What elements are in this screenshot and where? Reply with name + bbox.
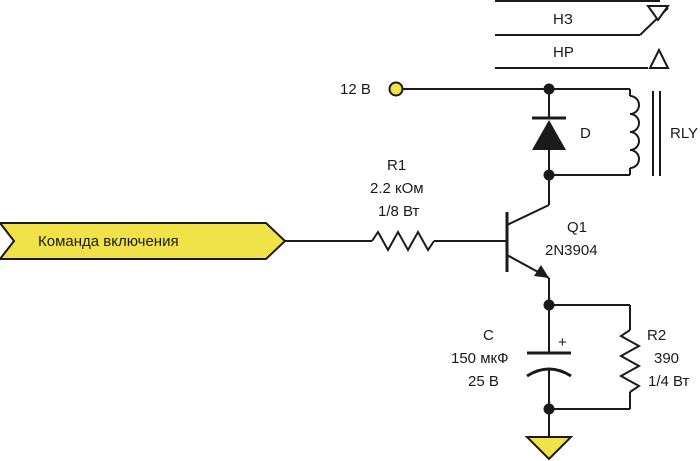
supply-label: 12 В (340, 81, 371, 98)
diode-triangle (532, 120, 566, 150)
r1-power-label: 1/8 Вт (378, 203, 420, 220)
capacitor-ref-label: C (483, 327, 494, 344)
diode-icon: D (532, 89, 591, 175)
emitter-arrow (534, 265, 549, 278)
input-flag-icon: Команда включения (0, 222, 372, 260)
ground-icon (524, 436, 574, 461)
capacitor-value-label: 150 мкФ (451, 350, 508, 367)
capacitor-polarity-label: + (558, 334, 567, 351)
relay-contacts: НЗ НР (495, 0, 670, 69)
transistor-npn-icon: Q1 2N3904 (505, 175, 598, 305)
r2-value-label: 390 (654, 350, 679, 367)
supply: 12 В (340, 81, 630, 98)
r2-ref-label: R2 (647, 327, 666, 344)
relay-coil-icon: RLY (549, 89, 698, 176)
r1-zigzag (371, 229, 435, 253)
r1-ref-label: R1 (387, 157, 406, 174)
r2-power-label: 1/4 Вт (648, 373, 690, 390)
r1-value-label: 2.2 кОм (370, 180, 424, 197)
contact-no-triangle-icon (648, 47, 670, 69)
contact-nc-label: НЗ (553, 11, 573, 28)
relay-label: RLY (670, 125, 698, 142)
collector-arm (506, 204, 550, 226)
contact-nc-triangle-icon (646, 5, 670, 22)
capacitor-icon: + C 150 мкФ 25 В (451, 305, 572, 409)
resistor-icon: R2 390 1/4 Вт (618, 305, 690, 409)
coil-windings (629, 95, 640, 169)
diode-label: D (580, 125, 591, 142)
transistor-part-label: 2N3904 (545, 242, 598, 259)
supply-terminal-icon (388, 81, 404, 97)
input-signal-label: Команда включения (38, 233, 179, 250)
transistor-ref-label: Q1 (567, 219, 587, 236)
resistor-icon: R1 2.2 кОм 1/8 Вт (370, 157, 507, 253)
input-flag-shape (0, 222, 287, 260)
r2-zigzag (618, 329, 642, 393)
capacitor-voltage-label: 25 В (468, 373, 499, 390)
contact-no-label: НР (553, 44, 574, 61)
